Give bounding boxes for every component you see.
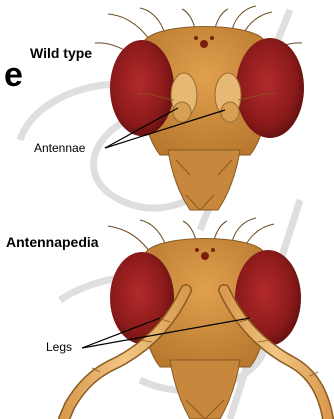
antennapedia-title: Antennapedia — [6, 235, 99, 249]
antennapedia-head — [108, 218, 301, 419]
legs-label: Legs — [46, 341, 72, 353]
wild-type-head — [95, 6, 304, 210]
antennae-label: Antennae — [34, 142, 85, 154]
cropped-letter: e — [4, 58, 23, 92]
wild-type-title: Wild type — [30, 46, 92, 60]
